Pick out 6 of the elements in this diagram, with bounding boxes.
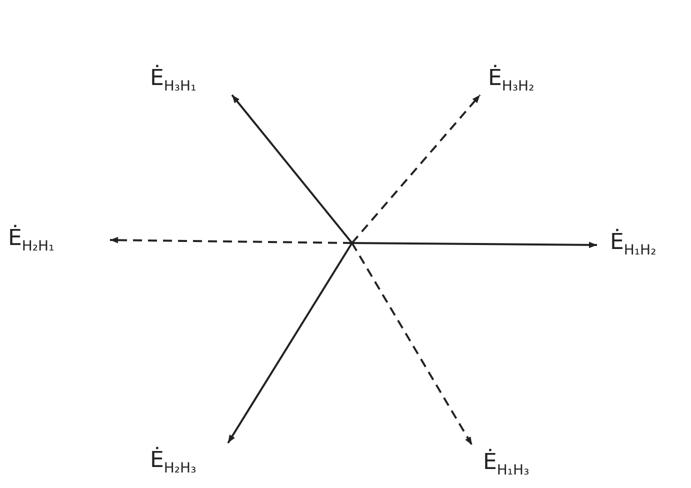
phasor-label: Ė$_{H₁H₂}$ bbox=[610, 230, 656, 258]
phasor-label: Ė$_{H₂H₁}$ bbox=[8, 226, 54, 254]
phasor-label: Ė$_{H₁H₃}$ bbox=[483, 450, 530, 478]
phasor-label: Ė$_{H₃H₂}$ bbox=[488, 66, 534, 94]
phasor-label: Ė$_{H₃H₁}$ bbox=[150, 66, 196, 94]
phasor-label: Ė$_{H₂H₃}$ bbox=[150, 448, 196, 476]
